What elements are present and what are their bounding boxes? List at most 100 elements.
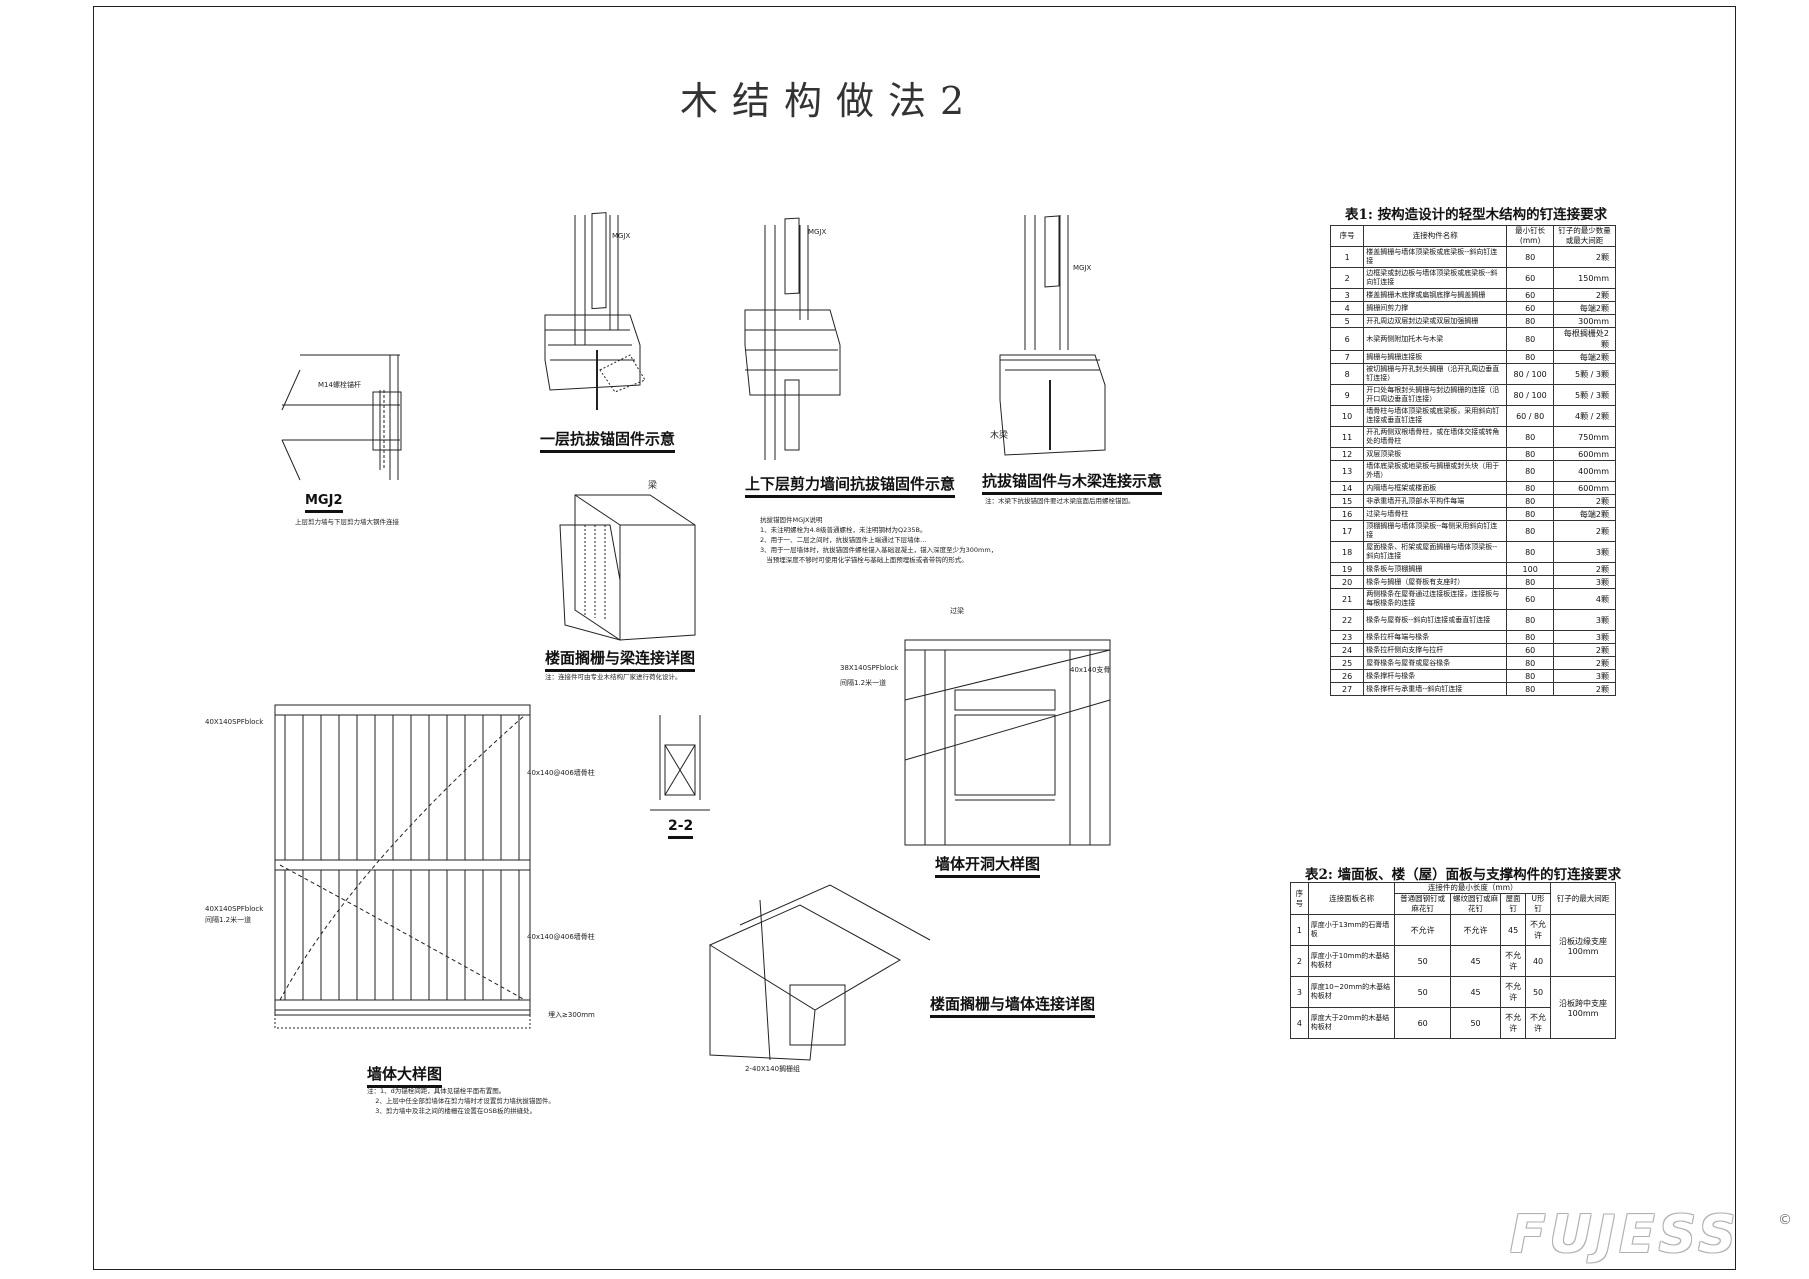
t1-cell-no: 26 <box>1329 669 1365 683</box>
t1-cell-no: 23 <box>1329 630 1365 644</box>
t1-cell-no: 18 <box>1329 541 1365 563</box>
t1-cell-name: 搁栅间剪力撑 <box>1363 301 1508 315</box>
t1-cell-length: 100 <box>1506 562 1555 576</box>
t1-cell-length: 80 <box>1506 327 1555 351</box>
t1-cell-name: 两侧椽条在屋脊通过连接板连接，连接板与每根椽条的连接 <box>1363 588 1508 610</box>
t1-cell-no: 20 <box>1329 575 1365 589</box>
t1-cell-length: 60 / 80 <box>1506 405 1555 427</box>
t1-h-spacing: 钉子的最少数量或最大间距 <box>1553 225 1616 247</box>
t2-cell-length: 45 <box>1449 976 1502 1008</box>
t1-cell-no: 9 <box>1329 384 1365 406</box>
label-block-b2: 间隔1.2米一道 <box>205 916 252 924</box>
t1-cell-spacing: 3颗 <box>1553 630 1616 644</box>
t1-cell-length: 80 <box>1506 314 1555 328</box>
label-block38: 38X140SPFblock <box>840 664 899 672</box>
t1-cell-no: 7 <box>1329 350 1365 364</box>
t2-cell-length: 不允许 <box>1500 945 1527 977</box>
t1-cell-spacing: 150mm <box>1553 267 1616 289</box>
label-block-a: 40X140SPFblock <box>205 718 264 726</box>
t1-cell-length: 80 <box>1506 656 1555 670</box>
t1-cell-name: 顶棚搁栅与墙体顶梁板--每侧采用斜向钉连接 <box>1363 520 1508 542</box>
t1-cell-name: 墙骨柱与墙体顶梁板或底梁板，采用斜向钉连接或垂直钉连接 <box>1363 405 1508 427</box>
t1-cell-name: 墙体底梁板或地梁板与搁栅或封头块（用于外墙） <box>1363 460 1508 482</box>
t1-cell-spacing: 3颗 <box>1553 609 1616 631</box>
wall-detail <box>274 704 531 1029</box>
t2-cell-length: 45 <box>1500 914 1527 946</box>
anchor-beam-detail <box>999 215 1106 456</box>
t1-cell-spacing: 每根搁栅处2颗 <box>1553 327 1616 351</box>
t1-cell-no: 8 <box>1329 363 1365 385</box>
label-anchor300: 埋入≥300mm <box>548 1011 595 1019</box>
t1-cell-length: 80 <box>1506 541 1555 563</box>
t1-cell-spacing: 每端2颗 <box>1553 507 1616 521</box>
label-m14: M14螺栓锚杆 <box>318 381 361 389</box>
t1-cell-length: 60 <box>1506 267 1555 289</box>
t1-cell-no: 17 <box>1329 520 1365 542</box>
t1-cell-length: 80 <box>1506 507 1555 521</box>
t1-cell-length: 60 <box>1506 588 1555 610</box>
t1-cell-length: 80 <box>1506 350 1555 364</box>
t1-cell-spacing: 每端2颗 <box>1553 301 1616 315</box>
t2-cell-no: 2 <box>1290 945 1309 977</box>
t2-cell-name: 厚度10~20mm的木基结构板材 <box>1307 976 1396 1008</box>
mgj2-detail <box>281 354 402 481</box>
t2-cell-length: 50 <box>1394 945 1451 977</box>
t1-cell-no: 4 <box>1329 301 1365 315</box>
caption-joist-beam: 楼面搁栅与梁连接详图 <box>545 647 696 672</box>
label-lintel: 过梁 <box>950 607 964 615</box>
label-block-b: 40X140SPFblock <box>205 905 264 913</box>
t1-cell-no: 14 <box>1329 481 1365 495</box>
t2-cell-no: 4 <box>1290 1007 1309 1039</box>
t1-cell-no: 2 <box>1329 267 1365 289</box>
table2-header-row: 序号 连接面板名称 连接件的最小长度（mm） 钉子的最大间距 <box>1290 882 1616 915</box>
mgjx-note: 抗拔锚固件MGJX说明 1、未注明螺栓为4.8级普通螺栓，未注明钢材为Q235B… <box>760 516 998 564</box>
t1-cell-length: 80 <box>1506 246 1555 268</box>
t1-cell-length: 80 <box>1506 609 1555 631</box>
t2-cell-length: 不允许 <box>1500 1007 1527 1039</box>
t1-cell-name: 木梁两侧附加托木与木梁 <box>1363 327 1508 351</box>
t1-cell-no: 21 <box>1329 588 1365 610</box>
copyright-mark: © <box>1778 1212 1792 1228</box>
t1-h-name: 连接构件名称 <box>1363 225 1508 247</box>
t1-cell-spacing: 2颗 <box>1553 643 1616 657</box>
table1-header-row: 序号 连接构件名称 最小钉长(mm) 钉子的最少数量或最大间距 <box>1329 225 1616 247</box>
t2-cell-length: 50 <box>1394 976 1451 1008</box>
t1-h-len: 最小钉长(mm) <box>1506 225 1555 247</box>
t1-cell-spacing: 4颗 <box>1553 588 1616 610</box>
t2-cell-spacing: 沿板跨中支座 100mm <box>1550 976 1616 1039</box>
t1-cell-length: 80 / 100 <box>1506 384 1555 406</box>
t1-cell-spacing: 5颗 / 3颗 <box>1553 363 1616 385</box>
t1-cell-name: 椽条板与顶棚搁栅 <box>1363 562 1508 576</box>
t1-cell-spacing: 2颗 <box>1553 520 1616 542</box>
t1-cell-name: 屋脊椽条与屋脊或屋谷椽条 <box>1363 656 1508 670</box>
t1-cell-length: 60 <box>1506 288 1555 302</box>
t1-cell-length: 80 <box>1506 669 1555 683</box>
caption-anchor-beam-note: 注：木梁下抗拔锚固件要过木梁底面后用螺栓锚固。 <box>985 497 1135 505</box>
t2-cell-length: 不允许 <box>1525 914 1551 946</box>
t2-h-len: 连接件的最小长度（mm） <box>1394 882 1551 894</box>
t1-cell-no: 27 <box>1329 682 1365 696</box>
label-beam: 木梁 <box>990 431 1009 441</box>
t1-cell-name: 楼盖搁栅木底撑或扁钢底撑与搁盖搁栅 <box>1363 288 1508 302</box>
t2-cell-length: 50 <box>1449 1007 1502 1039</box>
t1-cell-name: 过梁与墙骨柱 <box>1363 507 1508 521</box>
label-stud-b: 40x140@406墙骨柱 <box>527 933 595 941</box>
t1-cell-spacing: 2颗 <box>1553 562 1616 576</box>
t1-cell-length: 80 / 100 <box>1506 363 1555 385</box>
caption-mgj2-sub: 上层剪力墙与下层剪力墙大钢件连接 <box>295 518 399 526</box>
